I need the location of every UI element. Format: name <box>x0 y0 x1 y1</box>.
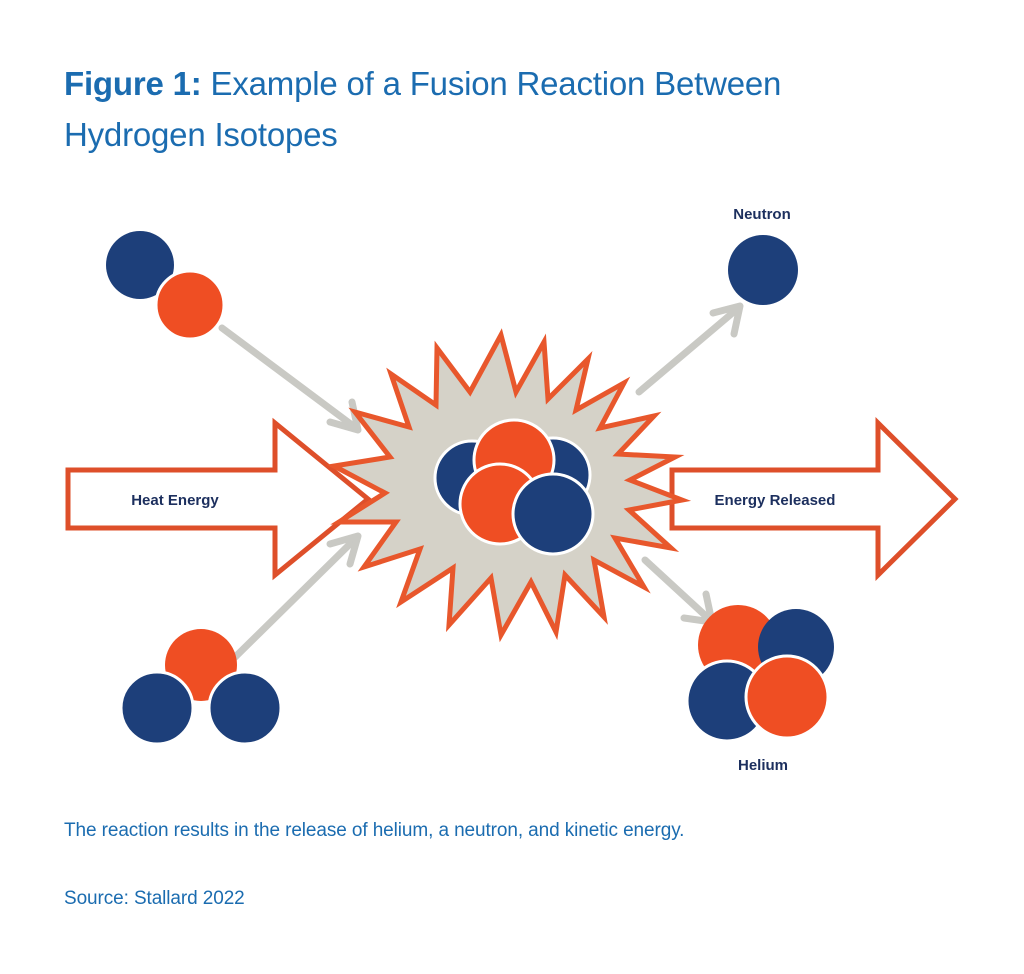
figure-title-text: Example of a Fusion Reaction Between Hyd… <box>64 65 782 153</box>
tritium-molecule <box>119 629 283 746</box>
helium-product: Helium <box>685 605 834 774</box>
neutron-label: Neutron <box>733 206 791 223</box>
fusion-nucleus <box>326 328 692 643</box>
arrow-nucleus-to-neutron <box>635 302 744 396</box>
tritium-neutron-circle-2 <box>207 670 283 746</box>
deuterium-molecule <box>106 231 226 341</box>
energy-released-label: Energy Released <box>715 492 836 509</box>
figure-caption: The reaction results in the release of h… <box>64 820 685 841</box>
heat-energy-arrow: Heat Energy <box>65 417 372 581</box>
neutron-product: Neutron <box>728 206 798 305</box>
deuterium-neutron-circle <box>106 231 174 299</box>
arrow-tritium-to-nucleus <box>218 532 362 674</box>
nucleus-neutron-front <box>511 472 595 556</box>
figure-source: Source: Stallard 2022 <box>64 888 245 909</box>
deuterium-proton-circle <box>154 269 226 341</box>
arrow-deuterium-to-nucleus <box>218 324 362 434</box>
helium-label: Helium <box>738 757 788 774</box>
fusion-diagram: Heat Energy Energy Released <box>0 170 1024 800</box>
figure-number: Figure 1: <box>64 65 202 102</box>
energy-released-arrow: Energy Released <box>669 417 959 581</box>
helium-proton-bottom <box>744 654 830 740</box>
heat-energy-label: Heat Energy <box>131 492 219 509</box>
neutron-circle <box>728 235 798 305</box>
tritium-neutron-circle-1 <box>119 670 195 746</box>
arrow-nucleus-to-helium <box>641 556 716 626</box>
page-title: Figure 1: Example of a Fusion Reaction B… <box>64 58 884 160</box>
